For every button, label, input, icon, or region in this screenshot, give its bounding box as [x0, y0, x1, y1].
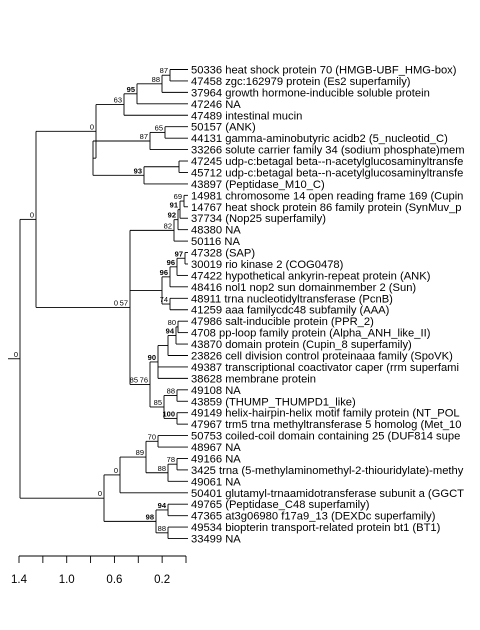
axis-tick-label: 1.0 [59, 574, 75, 586]
leaf-label: 48911 trna nucleotidyltransferase (PcnB) [191, 293, 393, 305]
bootstrap-value: 78 [167, 455, 175, 464]
bootstrap-value: 0 [114, 298, 118, 307]
bootstrap-value: 0 [114, 466, 118, 475]
leaf-labels: 50336 heat shock protein 70 (HMGB-UBF_HM… [191, 65, 465, 546]
bootstrap-value: 88 [158, 464, 166, 473]
leaf-label: 50116 NA [191, 236, 240, 248]
leaf-label: 33266 solute carrier family 34 (sodium p… [191, 145, 465, 157]
bootstrap-value: 95 [127, 85, 135, 94]
bootstrap-value: 97 [175, 249, 183, 258]
bootstrap-value: 74 [160, 295, 168, 304]
leaf-label: 49534 biopterin transport-related protei… [191, 522, 441, 534]
leaf-label: 48380 NA [191, 225, 241, 237]
bootstrap-value: 70 [148, 432, 156, 441]
leaf-label: 23826 cell division control proteinaaa f… [191, 351, 453, 363]
leaf-label: 47967 trm5 trna methyltransferase 5 homo… [191, 419, 462, 431]
bootstrap-value: 69 [174, 192, 182, 201]
bootstrap-value: 63 [114, 96, 122, 105]
bootstrap-value: 85 [130, 375, 138, 384]
bootstrap-value: 88 [158, 524, 166, 533]
bootstrap-value: 0 [14, 350, 18, 359]
tree-branches [8, 69, 188, 539]
bootstrap-value: 96 [167, 258, 175, 267]
bootstrap-value: 82 [164, 221, 172, 230]
bootstrap-value: 88 [152, 75, 160, 84]
bootstrap-value: 96 [160, 268, 168, 277]
bootstrap-value: 65 [155, 123, 163, 132]
leaf-label: 49765 (Peptidase_C48 superfamily) [191, 499, 370, 511]
leaf-label: 50753 coiled-coil domain containing 25 (… [191, 431, 460, 443]
bootstrap-value: 0 [30, 210, 34, 219]
leaf-label: 33499 NA [191, 534, 241, 546]
leaf-label: 47365 at3g06980 f17a9_13 (DEXDc superfam… [191, 511, 436, 523]
bootstrap-value: 94 [166, 326, 175, 335]
bootstrap-value: 98 [146, 512, 154, 521]
leaf-label: 47489 intestinal mucin [191, 110, 302, 122]
bootstrap-value: 90 [148, 353, 156, 362]
bootstrap-value: 93 [134, 166, 142, 175]
leaf-label: 43897 (Peptidase_M10_C) [191, 179, 325, 191]
leaf-label: 14981 chromosome 14 open reading frame 1… [191, 190, 463, 202]
bootstrap-value: 87 [140, 132, 148, 141]
leaf-label: 49149 helix-hairpin-helix motif family p… [191, 408, 460, 420]
leaf-label: 43870 domain protein (Cupin_8 superfamil… [191, 339, 412, 351]
leaf-label: 43859 (THUMP_THUMPD1_like) [191, 396, 356, 408]
bootstrap-value: 80 [168, 318, 176, 327]
leaf-label: 49166 NA [191, 453, 241, 465]
bootstrap-value: 94 [158, 501, 167, 510]
bootstrap-value: 100 [162, 409, 175, 418]
leaf-label: 49387 transcriptional coactivator caper … [191, 362, 459, 374]
leaf-label: 47245 udp-c:betagal beta--n-acetylglucos… [191, 156, 463, 168]
leaf-label: 3425 trna (5-methylaminomethyl-2-thiouri… [191, 465, 464, 477]
bootstrap-value: 85 [154, 398, 162, 407]
bootstrap-value: 0 [98, 489, 102, 498]
leaf-label: 48416 nol1 nop2 sun domainmember 2 (Sun) [191, 282, 416, 294]
bootstrap-value: 88 [167, 387, 175, 396]
leaf-label: 44131 gamma-aminobutyric acidb2 (5_nucle… [191, 133, 448, 145]
leaf-label: 30019 rio kinase 2 (COG0478) [191, 259, 344, 271]
leaf-label: 4708 pp-loop family protein (Alpha_ANH_l… [191, 328, 431, 340]
leaf-label: 37964 growth hormone-inducible soluble p… [191, 87, 430, 99]
leaf-label: 47328 (SAP) [191, 248, 255, 260]
axis-tick-label: 0.6 [106, 574, 122, 586]
bootstrap-value: 87 [160, 66, 168, 75]
bootstrap-value: 76 [140, 375, 148, 384]
bootstrap-value: 0 [90, 122, 94, 131]
leaf-label: 41259 aaa familycdc48 subfamily (AAA) [191, 305, 390, 317]
bootstrap-values: 8788956365879306991928297969674809490768… [14, 66, 183, 533]
leaf-label: 38628 membrane protein [191, 373, 316, 385]
leaf-label: 49061 NA [191, 476, 241, 488]
distance-scale-axis: 1.4 1.0 0.6 0.2 [11, 555, 187, 586]
bootstrap-value: 91 [170, 201, 178, 210]
leaf-label: 37734 (Nop25 superfamily) [191, 213, 326, 225]
bootstrap-value: 57 [120, 298, 128, 307]
leaf-label: 50401 glutamyl-trnaamidotransferase subu… [191, 488, 464, 500]
leaf-label: 47458 zgc:162979 protein (Es2 superfamil… [191, 76, 411, 88]
axis-tick-label: 1.4 [11, 574, 28, 586]
leaf-label: 47986 salt-inducible protein (PPR_2) [191, 316, 374, 328]
leaf-label: 45712 udp-c:betagal beta--n-acetylglucos… [191, 167, 463, 179]
leaf-label: 50336 heat shock protein 70 (HMGB-UBF_HM… [191, 65, 457, 77]
axis-tick-label: 0.2 [154, 574, 170, 586]
bootstrap-value: 92 [168, 211, 176, 220]
leaf-label: 47422 hypothetical ankyrin-repeat protei… [191, 270, 431, 282]
leaf-label: 48967 NA [191, 442, 241, 454]
bootstrap-value: 89 [136, 448, 144, 457]
leaf-label: 47246 NA [191, 99, 241, 111]
leaf-label: 50157 (ANK) [191, 122, 256, 134]
leaf-label: 14767 heat shock protein 86 family prote… [191, 202, 462, 214]
leaf-label: 49108 NA [191, 385, 241, 397]
